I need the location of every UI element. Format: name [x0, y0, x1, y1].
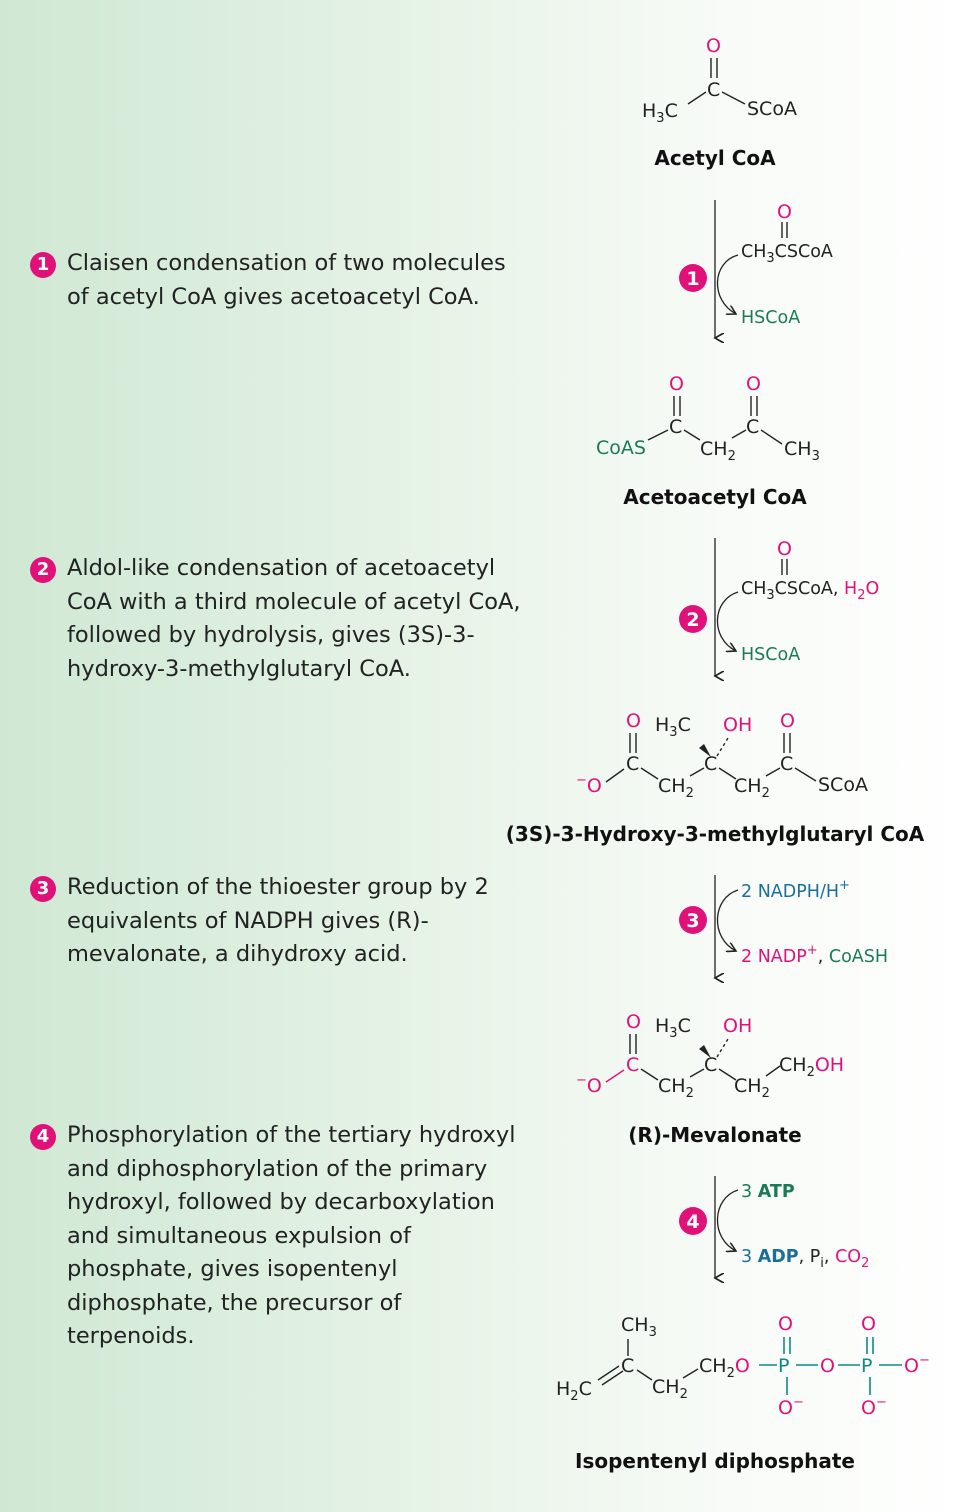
svg-text:3 ADP, Pi, CO2: 3 ADP, Pi, CO2 — [741, 1247, 869, 1271]
svg-text:4: 4 — [686, 1211, 699, 1233]
svg-text:−O: −O — [576, 773, 602, 797]
step-2-arrow: 2 O CH3CSCoA, H2O HSCoA — [679, 538, 879, 676]
svg-text:O: O — [746, 373, 761, 395]
svg-text:−O: −O — [576, 1073, 602, 1097]
svg-text:CH3CSCoA: CH3CSCoA — [741, 242, 833, 266]
svg-text:CH2O: CH2O — [699, 1355, 750, 1381]
svg-text:CH3CSCoA, H2O: CH3CSCoA, H2O — [741, 579, 879, 603]
step-4-text: Phosphorylation of the tertiary hydroxyl… — [67, 1122, 516, 1349]
svg-text:O−: O− — [904, 1353, 930, 1377]
svg-text:HSCoA: HSCoA — [741, 645, 800, 665]
svg-text:H3C: H3C — [642, 100, 678, 126]
step-2-description: 2 Aldol-like condensation of acetoacetyl… — [30, 552, 530, 686]
step-1-description: 1 Claisen condensation of two molecules … — [30, 247, 530, 314]
svg-text:O: O — [626, 710, 641, 732]
svg-text:CH2: CH2 — [734, 775, 770, 801]
step-1-badge: 1 — [30, 252, 56, 278]
acetyl-coa-structure: O C H3C SCoA — [642, 35, 797, 126]
svg-text:SCoA: SCoA — [747, 98, 797, 120]
svg-text:2 NADP+, CoASH: 2 NADP+, CoASH — [741, 943, 888, 967]
svg-text:O: O — [777, 538, 792, 560]
svg-text:CoAS: CoAS — [596, 437, 646, 459]
svg-text:OH: OH — [723, 1015, 752, 1037]
svg-text:2 NADPH/H+: 2 NADPH/H+ — [741, 878, 850, 902]
step-4-badge: 4 — [30, 1124, 56, 1150]
ipp-label: Isopentenyl diphosphate — [575, 1449, 855, 1473]
svg-text:O: O — [778, 1313, 793, 1335]
svg-text:C: C — [626, 753, 639, 775]
acetyl-coa-label: Acetyl CoA — [654, 146, 776, 170]
svg-text:3 ATP: 3 ATP — [741, 1182, 795, 1202]
svg-text:CH3: CH3 — [621, 1314, 657, 1340]
svg-text:SCoA: SCoA — [818, 774, 868, 796]
svg-text:CH2: CH2 — [700, 438, 736, 464]
svg-text:C: C — [704, 753, 717, 775]
svg-text:3: 3 — [686, 910, 699, 932]
svg-text:H3C: H3C — [655, 1015, 691, 1041]
acetoacetyl-coa-label: Acetoacetyl CoA — [623, 485, 807, 509]
step-4-description: 4 Phosphorylation of the tertiary hydrox… — [30, 1119, 530, 1354]
step-3-text: Reduction of the thioester group by 2 eq… — [67, 874, 489, 967]
svg-text:HSCoA: HSCoA — [741, 308, 800, 328]
svg-text:CH2: CH2 — [652, 1376, 688, 1402]
svg-text:CH2: CH2 — [658, 1075, 694, 1101]
hmg-coa-label: (3S)-3-Hydroxy-3-methylglutaryl CoA — [506, 822, 925, 846]
svg-text:O: O — [820, 1355, 835, 1377]
step-3-description: 3 Reduction of the thioester group by 2 … — [30, 871, 530, 972]
step-4-arrow: 4 3 ATP 3 ADP, Pi, CO2 — [679, 1176, 869, 1278]
step-2-text: Aldol-like condensation of acetoacetyl C… — [67, 555, 521, 682]
mevalonate-label: (R)-Mevalonate — [628, 1123, 801, 1147]
svg-text:O: O — [780, 710, 795, 732]
svg-text:1: 1 — [686, 268, 699, 290]
mevalonate-structure: O C −O CH2 C H3C OH CH2 CH2OH — [576, 1011, 844, 1101]
step-1-arrow: 1 O CH3CSCoA HSCoA — [679, 200, 833, 338]
svg-text:O: O — [777, 201, 792, 223]
svg-text:CH3: CH3 — [784, 438, 820, 464]
svg-text:O−: O− — [778, 1395, 804, 1419]
svg-text:O−: O− — [861, 1395, 887, 1419]
svg-text:H2C: H2C — [556, 1378, 592, 1404]
svg-text:O: O — [861, 1313, 876, 1335]
svg-text:C: C — [669, 416, 682, 438]
step-1-text: Claisen condensation of two molecules of… — [67, 250, 506, 310]
svg-text:H3C: H3C — [655, 714, 691, 740]
svg-text:OH: OH — [723, 714, 752, 736]
svg-text:C: C — [780, 753, 793, 775]
svg-text:C: C — [621, 1355, 634, 1377]
svg-text:C: C — [746, 416, 759, 438]
svg-text:C: C — [626, 1054, 639, 1076]
step-2-badge: 2 — [30, 557, 56, 583]
svg-text:2: 2 — [686, 609, 699, 631]
svg-text:O: O — [706, 35, 721, 57]
ipp-structure: CH3 C H2C CH2 CH2O P O O− O P O O− O− — [556, 1313, 930, 1419]
svg-text:O: O — [626, 1011, 641, 1033]
svg-text:CH2: CH2 — [658, 775, 694, 801]
svg-text:O: O — [669, 373, 684, 395]
svg-text:P: P — [778, 1355, 789, 1377]
step-3-arrow: 3 2 NADPH/H+ 2 NADP+, CoASH — [679, 875, 888, 978]
hmg-coa-structure: O C −O CH2 C H3C OH CH2 C O SCoA — [576, 710, 868, 801]
svg-text:C: C — [704, 1054, 717, 1076]
svg-text:P: P — [861, 1355, 872, 1377]
svg-text:CH2: CH2 — [734, 1075, 770, 1101]
svg-text:C: C — [707, 79, 720, 101]
svg-text:CH2OH: CH2OH — [779, 1054, 844, 1080]
step-3-badge: 3 — [30, 876, 56, 902]
acetoacetyl-coa-structure: O C O C CoAS CH2 CH3 — [596, 373, 820, 464]
